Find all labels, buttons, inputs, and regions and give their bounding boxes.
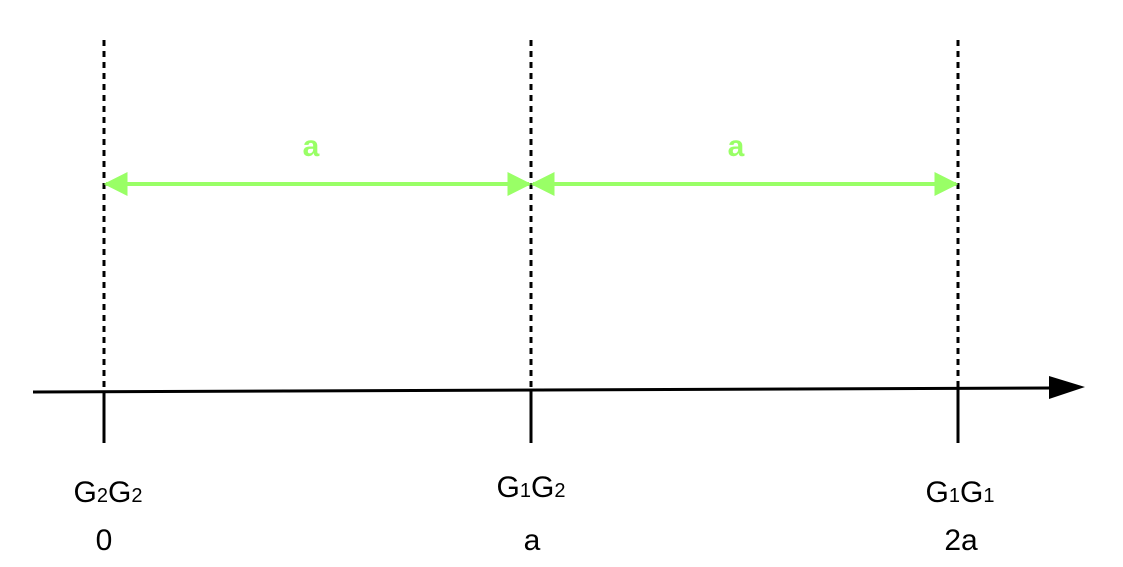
position-label-2: 2a [944, 524, 978, 557]
point-label-1: G1G2 [497, 471, 566, 504]
point-label-2: G1G1 [926, 476, 995, 509]
position-label-1: a [524, 524, 541, 557]
span-label-1: a [728, 130, 745, 163]
axis-arrowhead [1049, 376, 1085, 399]
point-label-0: G2G2 [74, 476, 143, 509]
axis-line [32, 386, 1053, 394]
position-label-0: 0 [96, 524, 113, 557]
span-label-0: a [303, 130, 320, 163]
